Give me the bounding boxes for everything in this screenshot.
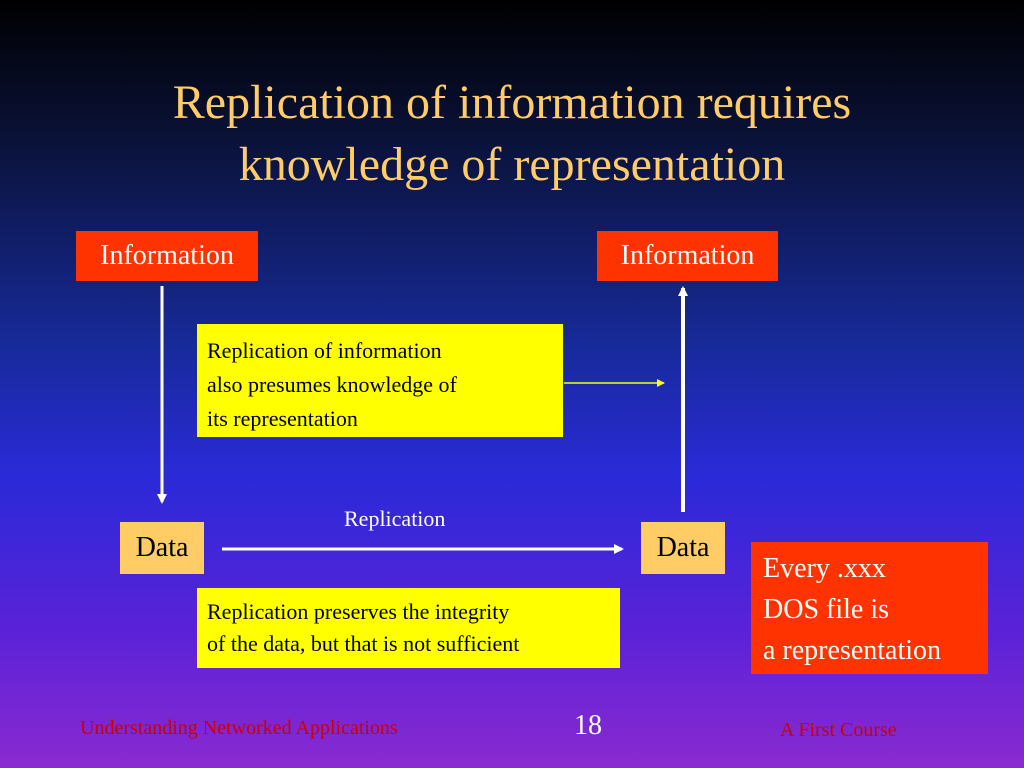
- note-dos-file-line-1: Every .xxx: [763, 553, 886, 584]
- note-integrity-line-2: of the data, but that is not sufficient: [207, 631, 520, 656]
- data-box-left: Data: [120, 522, 204, 574]
- note-integrity: Replication preserves the integrity of t…: [197, 588, 620, 668]
- note-representation-line-1: Replication of information: [207, 338, 442, 363]
- footer-course-title: Understanding Networked Applications: [80, 717, 398, 739]
- footer-subtitle: A First Course: [780, 719, 897, 741]
- note-integrity-line-1: Replication preserves the integrity: [207, 599, 510, 624]
- note-representation-line-3: its representation: [207, 406, 358, 431]
- data-box-right: Data: [641, 522, 725, 574]
- note-dos-file: Every .xxx DOS file is a representation: [751, 542, 988, 674]
- note-representation-line-2: also presumes knowledge of: [207, 372, 457, 397]
- slide-title-line-2: knowledge of representation: [238, 138, 786, 191]
- slide-title: Replication of information requires know…: [40, 72, 984, 196]
- replication-label: Replication: [344, 506, 446, 531]
- note-representation: Replication of information also presumes…: [197, 324, 563, 437]
- note-dos-file-line-3: a representation: [763, 635, 942, 666]
- page-number: 18: [574, 710, 602, 741]
- information-box-left: Information: [76, 231, 258, 281]
- information-box-right: Information: [597, 231, 778, 281]
- note-dos-file-line-2: DOS file is: [763, 594, 889, 625]
- slide-title-line-1: Replication of information requires: [172, 76, 852, 129]
